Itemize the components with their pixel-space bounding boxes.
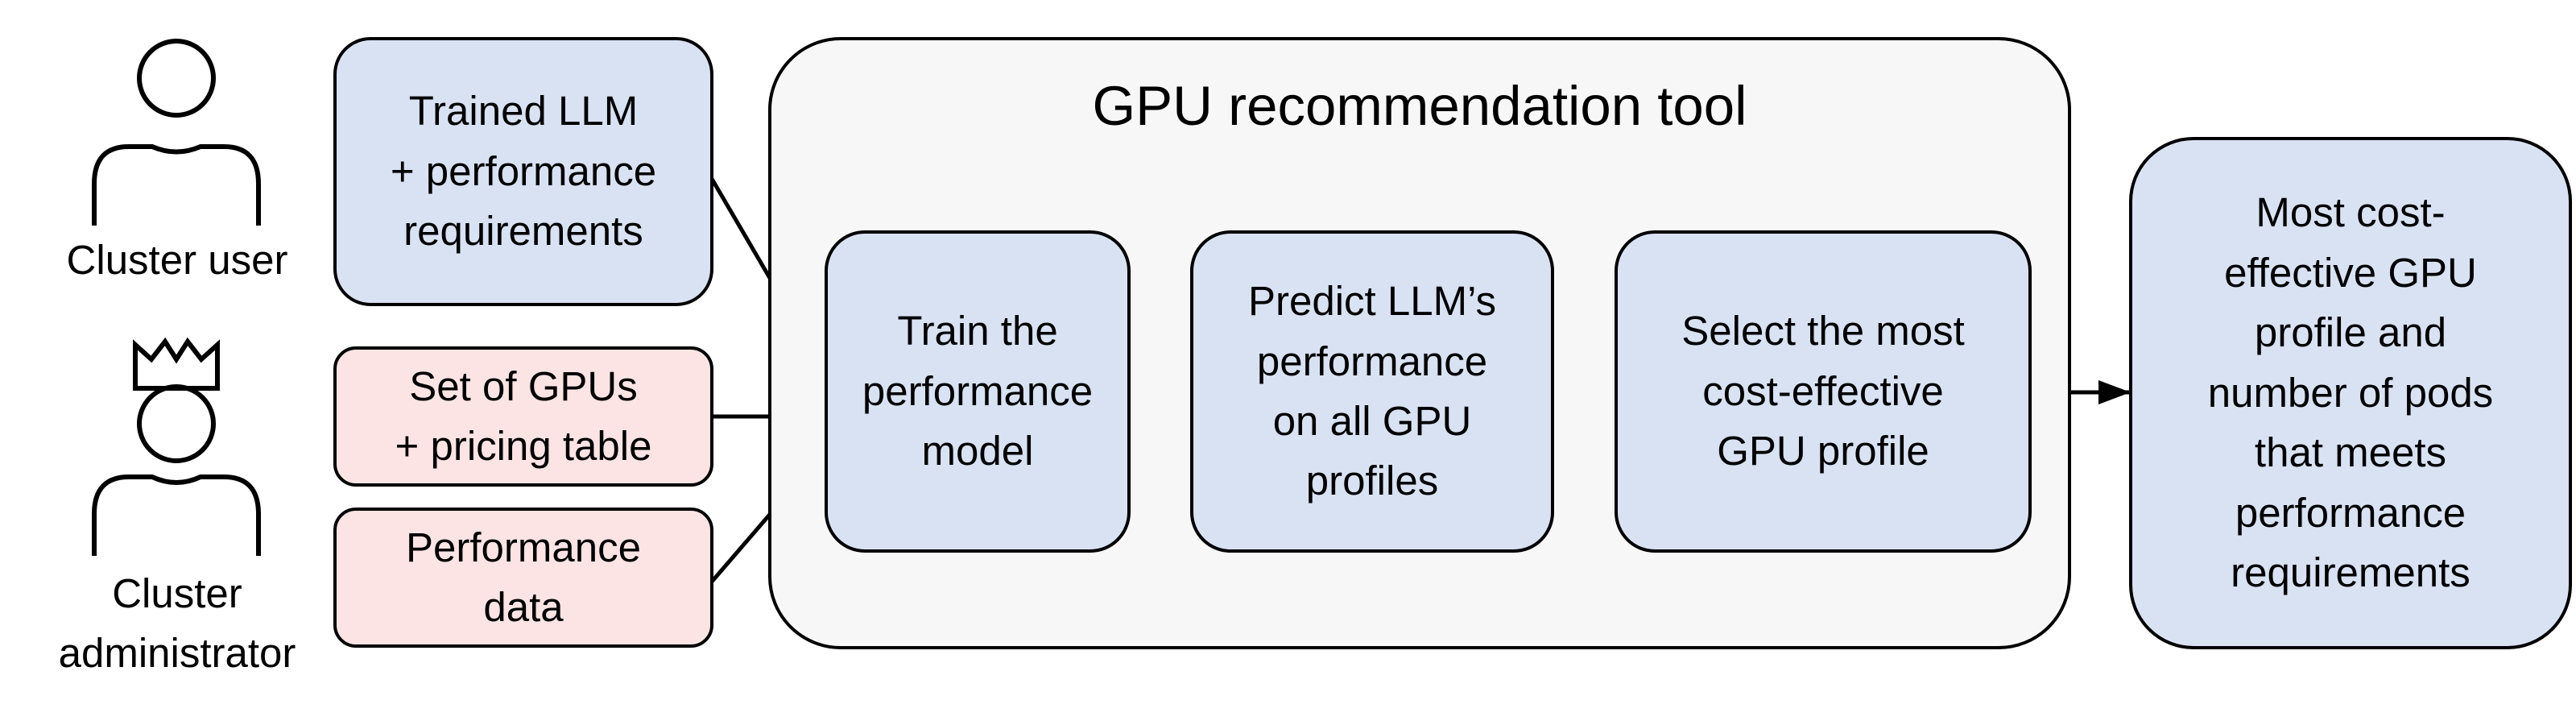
input-performance-data-text: Performance data (406, 524, 641, 630)
step-select-profile-text: Select the most cost-effective GPU profi… (1681, 308, 1965, 474)
output-recommendation: Most cost- effective GPU profile and num… (2129, 137, 2572, 649)
step-predict-performance-text: Predict LLM’s performance on all GPU pro… (1247, 278, 1497, 504)
person-icon (92, 39, 261, 226)
input-gpus-pricing: Set of GPUs + pricing table (333, 346, 713, 487)
step-select-profile: Select the most cost-effective GPU profi… (1615, 230, 2032, 553)
input-trained-llm: Trained LLM + performance requirements (333, 37, 713, 306)
cluster-user-label: Cluster user (66, 237, 288, 283)
input-gpus-pricing-text: Set of GPUs + pricing table (395, 363, 652, 469)
crowned-person-icon (92, 337, 261, 556)
step-train-model: Train the performance model (825, 230, 1131, 553)
step-predict-performance: Predict LLM’s performance on all GPU pro… (1190, 230, 1554, 553)
input-trained-llm-text: Trained LLM + performance requirements (390, 88, 657, 255)
step-train-model-text: Train the performance model (862, 308, 1094, 474)
input-performance-data: Performance data (333, 508, 713, 648)
output-recommendation-text: Most cost- effective GPU profile and num… (2207, 189, 2494, 596)
tool-title: GPU recommendation tool (1092, 75, 1747, 137)
cluster-administrator-label: Cluster administrator (58, 570, 296, 676)
